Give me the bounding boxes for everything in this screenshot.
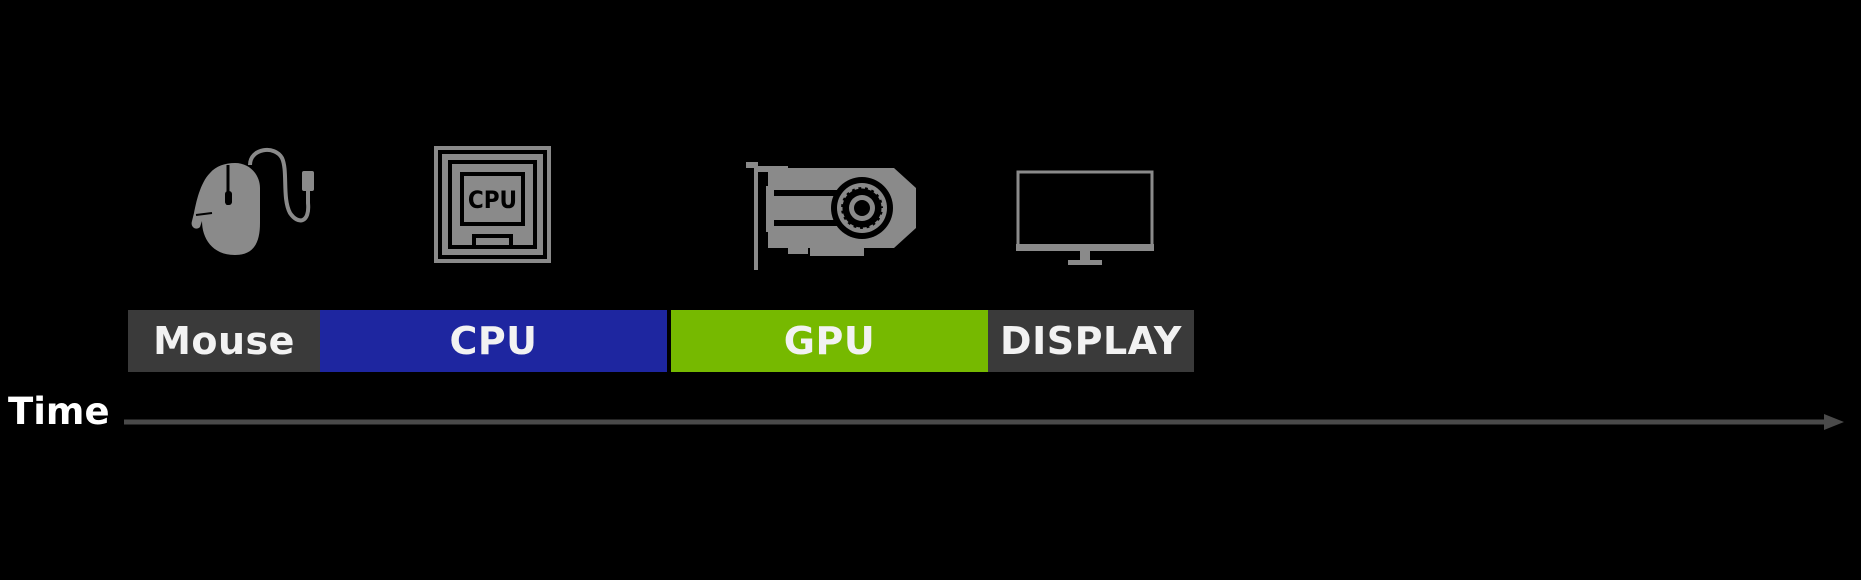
cpu-stage-label: CPU xyxy=(449,319,538,363)
display-stage-label: DISPLAY xyxy=(1000,319,1182,363)
monitor-icon xyxy=(1014,168,1156,270)
graphics-card-icon xyxy=(744,158,919,273)
timeline-arrow xyxy=(124,414,1846,434)
gpu-stage-bar: GPU xyxy=(671,310,988,372)
mouse-icon xyxy=(190,143,320,258)
mouse-stage-bar: Mouse xyxy=(128,310,320,372)
mouse-stage-label: Mouse xyxy=(153,319,295,363)
cpu-icon-text: CPU xyxy=(468,186,517,214)
time-axis-label: Time xyxy=(8,390,110,433)
cpu-stage-bar: CPU xyxy=(320,310,667,372)
display-stage-bar: DISPLAY xyxy=(988,310,1194,372)
cpu-chip-icon: CPU xyxy=(434,146,551,263)
gpu-stage-label: GPU xyxy=(783,319,876,363)
